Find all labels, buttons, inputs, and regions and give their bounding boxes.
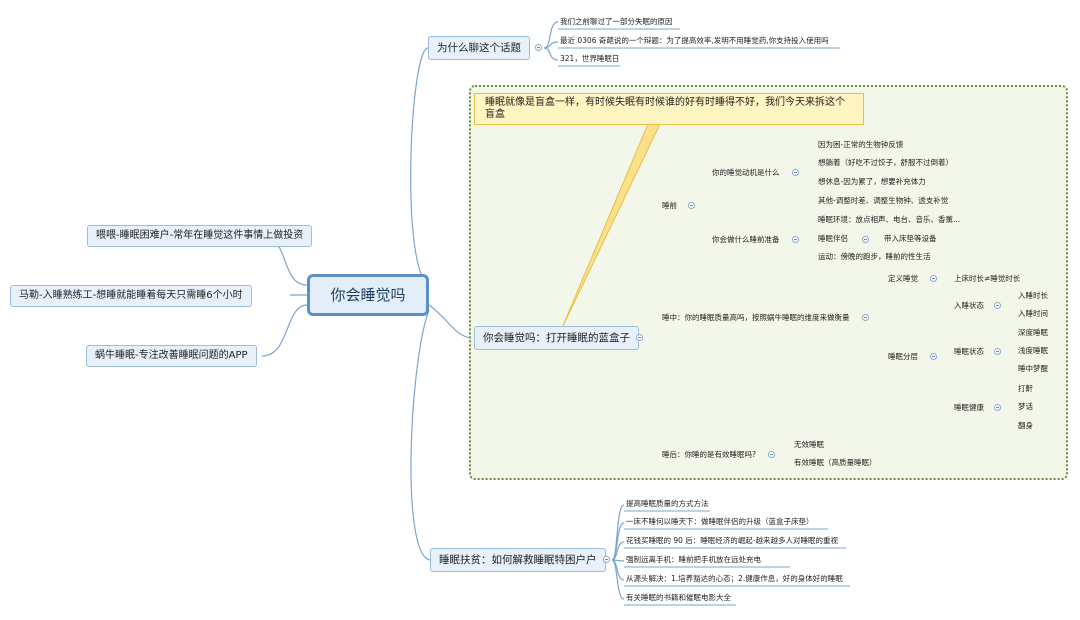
callout-note: 睡眠就像是盲盒一样，有时候失眠有时候谁的好有时睡得不好，我们今天来拆这个盲盒 — [474, 93, 864, 125]
health-item[interactable]: 梦话 — [1018, 402, 1033, 411]
why-item[interactable]: 我们之前聊过了一部分失眠的原因 — [560, 17, 673, 26]
topic-main[interactable]: 你会睡觉吗：打开睡眠的蓝盒子 — [474, 326, 639, 350]
poverty-item[interactable]: 花钱买睡眠的 90 后：睡眠经济的崛起-越来越多人对睡眠的重视 — [626, 536, 839, 545]
layers-node[interactable]: 睡眠分层 — [888, 352, 918, 361]
poverty-item[interactable]: 提高睡眠质量的方式方法 — [626, 499, 709, 508]
prep-node[interactable]: 你会做什么睡前准备 — [712, 235, 780, 244]
poverty-item[interactable]: 一床不睡何以睡天下：做睡眠伴侣的升级（蓝盒子床垫） — [626, 517, 814, 526]
prep-item[interactable]: 睡眠环境：放点相声、电台、音乐、香薰... — [818, 215, 961, 224]
collapse-icon[interactable] — [603, 556, 610, 563]
poverty-item[interactable]: 强制远离手机：睡前把手机放在远处充电 — [626, 555, 761, 564]
why-item[interactable]: 最近 0306 奇葩说的一个辩题：为了提高效率,发明不用睡觉药,你支持投入使用吗 — [560, 36, 829, 45]
topic-guest-a[interactable]: 喂喂-睡眠困难户-常年在睡觉这件事情上做投资 — [87, 225, 313, 247]
poverty-item[interactable]: 有关睡眠的书籍和催眠电影大全 — [626, 593, 731, 602]
topic-sponsor[interactable]: 蜗牛睡眠-专注改善睡眠问题的APP — [86, 345, 257, 367]
collapse-icon[interactable] — [792, 236, 799, 243]
after-item[interactable]: 有效睡眠（高质量睡眠） — [794, 458, 877, 467]
state-sleep-node[interactable]: 睡眠状态 — [954, 347, 984, 356]
collapse-icon[interactable] — [768, 451, 775, 458]
state-in-item[interactable]: 入睡时间 — [1018, 309, 1048, 318]
motive-item[interactable]: 想躺着（好吃不过饺子，舒服不过倒着） — [818, 158, 953, 167]
motive-item[interactable]: 想休息-因为累了，想要补充体力 — [818, 177, 926, 186]
during-node[interactable]: 睡中：你的睡眠质量高吗，按照蜗牛睡眠的维度来做衡量 — [662, 313, 850, 322]
after-item[interactable]: 无效睡眠 — [794, 440, 824, 449]
health-item[interactable]: 打鼾 — [1018, 384, 1033, 393]
why-item[interactable]: 321，世界睡眠日 — [560, 54, 620, 63]
motive-node[interactable]: 你的睡觉动机是什么 — [712, 168, 780, 177]
collapse-icon[interactable] — [535, 44, 542, 51]
define-item[interactable]: 上床时长≠睡觉时长 — [954, 274, 1021, 283]
state-in-item[interactable]: 入睡时长 — [1018, 291, 1048, 300]
prep-subitem[interactable]: 带入床垫等设备 — [884, 234, 937, 243]
prep-item[interactable]: 运动：傍晚的跑步，睡前的性生活 — [818, 252, 931, 261]
state-sleep-item[interactable]: 浅度睡眠 — [1018, 346, 1048, 355]
motive-item[interactable]: 因为困-正常的生物钟反馈 — [818, 140, 904, 149]
collapse-icon[interactable] — [930, 353, 937, 360]
topic-poverty[interactable]: 睡眠扶贫：如何解救睡眠特困户户 — [430, 548, 606, 572]
collapse-icon[interactable] — [688, 202, 695, 209]
collapse-icon[interactable] — [994, 302, 1001, 309]
health-node[interactable]: 睡眠健康 — [954, 403, 984, 412]
collapse-icon[interactable] — [862, 236, 869, 243]
collapse-icon[interactable] — [636, 334, 643, 341]
state-sleep-item[interactable]: 睡中梦醒 — [1018, 364, 1048, 373]
topic-guest-b[interactable]: 马勒-入睡熟练工-想睡就能睡着每天只需睡6个小时 — [10, 285, 252, 307]
collapse-icon[interactable] — [862, 314, 869, 321]
state-sleep-item[interactable]: 深度睡眠 — [1018, 328, 1048, 337]
boundary-frame — [469, 85, 1068, 480]
collapse-icon[interactable] — [994, 404, 1001, 411]
motive-item[interactable]: 其他-调整时差、调整生物钟、透支补觉 — [818, 196, 949, 205]
health-item[interactable]: 翻身 — [1018, 421, 1033, 430]
collapse-icon[interactable] — [930, 275, 937, 282]
state-in-node[interactable]: 入睡状态 — [954, 301, 984, 310]
root-node[interactable]: 你会睡觉吗 — [307, 274, 429, 316]
define-node[interactable]: 定义睡觉 — [888, 274, 918, 283]
collapse-icon[interactable] — [994, 348, 1001, 355]
before-node[interactable]: 睡前 — [662, 201, 677, 210]
after-node[interactable]: 睡后：你睡的是有效睡眠吗? — [662, 450, 756, 459]
collapse-icon[interactable] — [792, 169, 799, 176]
topic-why[interactable]: 为什么聊这个话题 — [428, 36, 530, 60]
poverty-item[interactable]: 从源头解决：1.培养豁达的心态；2.健康作息，好的身体好的睡眠 — [626, 574, 843, 583]
prep-item[interactable]: 睡眠伴侣 — [818, 234, 848, 243]
